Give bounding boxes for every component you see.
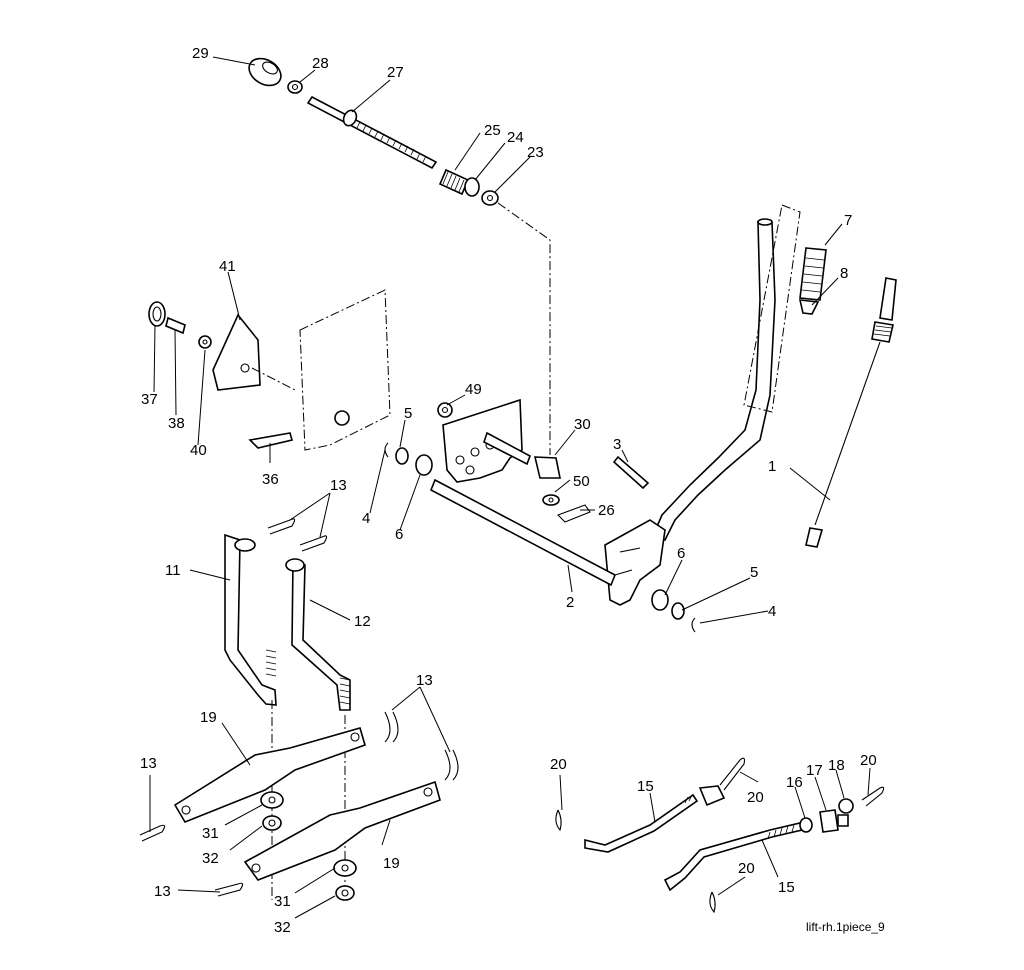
label-20-left: 20 [550, 756, 567, 773]
label-3: 3 [613, 436, 621, 453]
label-13-bottom: 13 [154, 883, 171, 900]
bolt-38 [165, 316, 186, 335]
label-37: 37 [141, 391, 158, 408]
label-18: 18 [828, 757, 845, 774]
label-12: 12 [354, 613, 371, 630]
nut-28 [287, 80, 303, 94]
washer-24 [464, 177, 480, 197]
label-49: 49 [465, 381, 482, 398]
washer-50 [542, 494, 560, 506]
bushing [334, 410, 350, 426]
label-20-right: 20 [860, 752, 877, 769]
clip-4-right [691, 617, 696, 633]
lift-arm-19-lower [243, 780, 441, 881]
link-12 [285, 558, 351, 711]
washer-31-lower [333, 859, 357, 877]
nut-16 [799, 817, 813, 833]
label-31-upper: 31 [202, 825, 219, 842]
washer-5-left [395, 447, 409, 465]
label-6-right: 6 [677, 545, 685, 562]
label-32-upper: 32 [202, 850, 219, 867]
hairpin-13-right [384, 711, 459, 781]
bushing-6-left [415, 454, 433, 476]
callout-labels: 29 28 27 25 24 23 7 8 41 37 38 40 49 5 3… [140, 45, 877, 936]
label-50: 50 [573, 473, 590, 490]
label-19-upper: 19 [200, 709, 217, 726]
label-6-left: 6 [395, 526, 403, 543]
washer-31-upper [260, 791, 284, 809]
label-4-left: 4 [362, 510, 370, 527]
block-17 [819, 809, 839, 833]
bushing-6-right [651, 589, 669, 611]
label-24: 24 [507, 129, 524, 146]
label-7: 7 [844, 212, 852, 229]
mount-plate [442, 398, 523, 483]
washer-40 [198, 335, 212, 349]
label-15-lower: 15 [778, 879, 795, 896]
pin-3 [612, 455, 650, 490]
label-19-lower: 19 [383, 855, 400, 872]
link-11 [224, 533, 277, 706]
label-4-right: 4 [768, 603, 776, 620]
label-2: 2 [566, 594, 574, 611]
label-23: 23 [527, 144, 544, 161]
label-27: 27 [387, 64, 404, 81]
hairpin-13-left [139, 824, 166, 842]
label-1: 1 [768, 458, 776, 475]
knob-29 [248, 57, 282, 87]
rod-end-30 [483, 431, 561, 479]
cam-41 [212, 313, 261, 391]
label-5-right: 5 [750, 564, 758, 581]
lift-arm-19-upper [173, 727, 366, 823]
label-11: 11 [165, 562, 181, 579]
label-13-left: 13 [140, 755, 157, 772]
washer-5-right [671, 602, 685, 620]
clip-4-left [384, 442, 389, 458]
label-30: 30 [574, 416, 591, 433]
label-8: 8 [840, 265, 848, 282]
nut-32-lower [335, 885, 355, 901]
threaded-rod-27 [306, 95, 438, 170]
label-31-lower: 31 [274, 893, 291, 910]
cable-1 [805, 277, 897, 548]
knob-37 [148, 301, 166, 327]
label-29: 29 [192, 45, 209, 62]
nut-23 [481, 190, 499, 206]
label-41: 41 [219, 258, 236, 275]
label-16: 16 [786, 774, 803, 791]
hairpin-13-bottom [214, 882, 244, 897]
label-13-top: 13 [330, 477, 347, 494]
label-26: 26 [598, 502, 615, 519]
label-38: 38 [168, 415, 185, 432]
nut-32-upper [262, 815, 282, 831]
nut-18 [837, 798, 854, 827]
rod-15-upper [584, 785, 726, 853]
grip-7 [799, 247, 827, 301]
hairpin-20 [555, 757, 885, 914]
label-20-mid: 20 [747, 789, 764, 806]
label-15-upper: 15 [637, 778, 654, 795]
lift-lever-handle [650, 218, 776, 541]
lift-shaft-2 [429, 478, 617, 587]
spring-36 [248, 432, 293, 449]
label-5-left: 5 [404, 405, 412, 422]
label-36: 36 [262, 471, 279, 488]
diagram-caption: lift-rh.1piece_9 [806, 920, 885, 934]
leader-lines [149, 56, 871, 919]
spring-25 [438, 168, 470, 196]
label-17: 17 [806, 762, 823, 779]
label-13-right: 13 [416, 672, 433, 689]
label-20-bottom: 20 [738, 860, 755, 877]
label-32-lower: 32 [274, 919, 291, 936]
lever-bracket [604, 519, 666, 606]
nut-49 [437, 402, 453, 418]
label-25: 25 [484, 122, 501, 139]
clip-26 [557, 504, 591, 523]
label-40: 40 [190, 442, 207, 459]
hairpin-13-top [267, 518, 328, 552]
label-28: 28 [312, 55, 329, 72]
